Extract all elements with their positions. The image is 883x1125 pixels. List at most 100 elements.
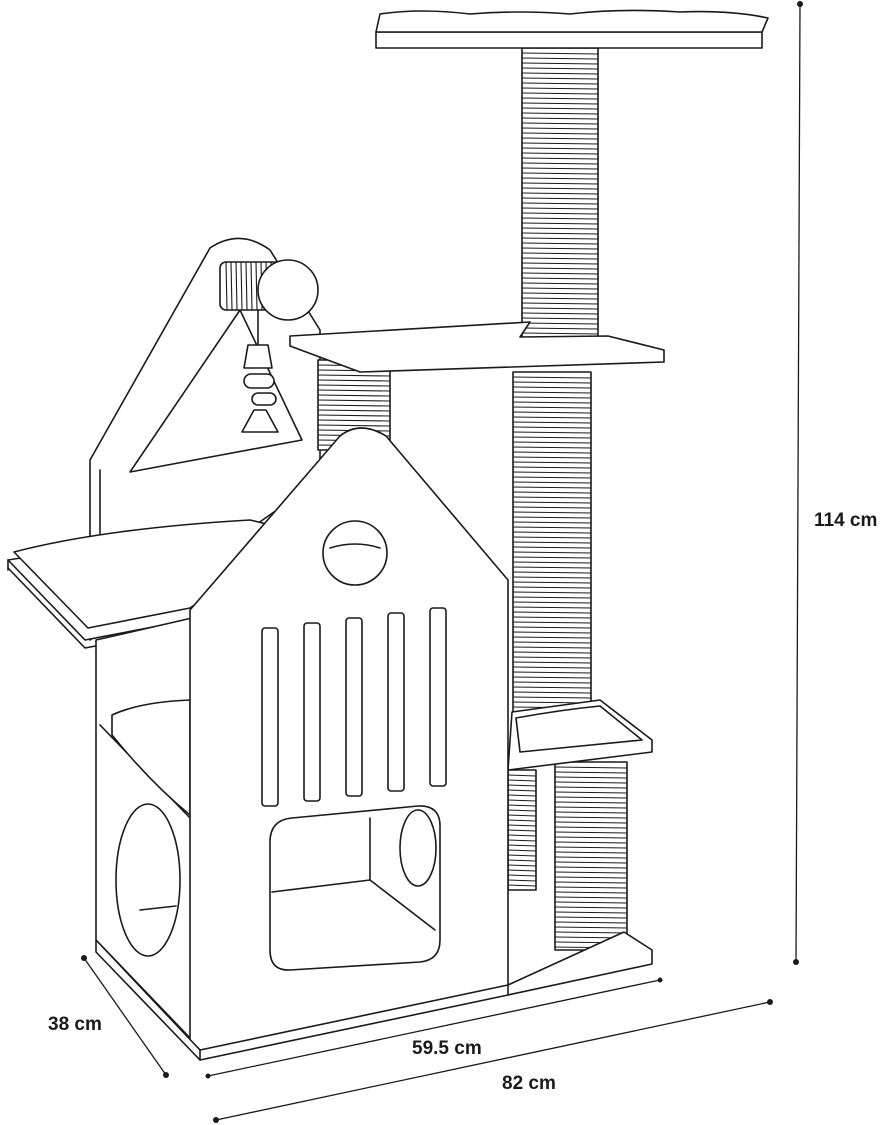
sisal-stripe <box>521 327 599 330</box>
sisal-stripe <box>512 521 592 524</box>
sisal-stripe <box>521 82 599 85</box>
total-width-dimension-line <box>213 999 773 1123</box>
sisal-stripe <box>521 157 599 160</box>
window-slot <box>387 612 405 792</box>
sisal-stripe <box>521 257 599 260</box>
sisal-stripe <box>317 409 391 412</box>
sisal-stripe <box>512 651 592 654</box>
sisal-stripe <box>512 586 592 589</box>
base-plate <box>95 931 653 1061</box>
sisal-stripe <box>521 302 599 305</box>
roller-stripe <box>240 261 243 311</box>
sisal-stripe <box>512 421 592 424</box>
sisal-stripe <box>521 92 599 95</box>
sisal-stripe <box>554 766 628 769</box>
sisal-stripe <box>512 571 592 574</box>
sisal-stripe <box>521 272 599 275</box>
sisal-stripe <box>521 227 599 230</box>
sisal-stripe <box>507 774 537 777</box>
left-cube <box>95 617 193 1041</box>
sisal-stripe <box>554 901 628 904</box>
sisal-stripe <box>521 192 599 195</box>
left-bed-platform <box>7 519 311 649</box>
sisal-stripe <box>554 886 628 889</box>
sisal-stripe <box>512 381 592 384</box>
sisal-stripe <box>512 476 592 479</box>
sisal-stripe <box>521 242 599 245</box>
lower-step-platform <box>507 699 653 771</box>
top-post <box>521 47 599 339</box>
sisal-stripe <box>512 431 592 434</box>
sisal-stripe <box>317 419 391 422</box>
sisal-stripe <box>521 252 599 255</box>
sisal-stripe <box>317 374 391 377</box>
sisal-stripe <box>554 826 628 829</box>
sisal-stripe <box>512 496 592 499</box>
sisal-stripe <box>554 916 628 919</box>
sisal-stripe <box>521 67 599 70</box>
sisal-stripe <box>554 861 628 864</box>
sisal-stripe <box>521 52 599 55</box>
roller-stripe <box>255 261 258 311</box>
sisal-stripe <box>512 451 592 454</box>
sisal-stripe <box>507 859 537 862</box>
sisal-stripe <box>554 876 628 879</box>
sisal-stripe <box>512 626 592 629</box>
sisal-stripe <box>512 566 592 569</box>
sisal-stripe <box>521 72 599 75</box>
sisal-stripe <box>512 686 592 689</box>
sisal-stripe <box>507 864 537 867</box>
sisal-stripe <box>317 404 391 407</box>
roller-stripe <box>230 261 233 311</box>
sisal-stripe <box>554 866 628 869</box>
sisal-stripe <box>521 62 599 65</box>
depth-dimension-line <box>81 955 169 1078</box>
sisal-stripe <box>512 461 592 464</box>
house-front-panel <box>189 427 509 1051</box>
roller-stripe <box>250 261 253 311</box>
sisal-stripe <box>554 911 628 914</box>
sisal-stripe <box>512 691 592 694</box>
base-width-label: 59.5 cm <box>412 1038 482 1059</box>
sisal-stripe <box>507 784 537 787</box>
sisal-stripe <box>521 102 599 105</box>
sisal-stripe <box>521 232 599 235</box>
sisal-stripe <box>521 287 599 290</box>
sisal-stripe <box>521 162 599 165</box>
sisal-stripe <box>521 152 599 155</box>
sisal-stripe <box>512 551 592 554</box>
sisal-stripe <box>521 137 599 140</box>
sisal-stripe <box>554 871 628 874</box>
window-slot <box>429 607 447 787</box>
sisal-stripe <box>507 869 537 872</box>
sisal-stripe <box>521 212 599 215</box>
sisal-stripe <box>512 656 592 659</box>
middle-post <box>512 371 592 713</box>
sisal-stripe <box>554 926 628 929</box>
sisal-stripe <box>512 486 592 489</box>
sisal-stripe <box>521 127 599 130</box>
sisal-stripe <box>512 591 592 594</box>
sisal-stripe <box>512 536 592 539</box>
sisal-stripe <box>507 824 537 827</box>
roller-stripe <box>245 261 248 311</box>
sisal-stripe <box>521 132 599 135</box>
sisal-stripe <box>512 681 592 684</box>
sisal-stripe <box>521 297 599 300</box>
sisal-stripe <box>507 819 537 822</box>
sisal-stripe <box>521 317 599 320</box>
sisal-stripe <box>554 786 628 789</box>
sisal-stripe <box>507 879 537 882</box>
sisal-stripe <box>521 237 599 240</box>
sisal-stripe <box>521 217 599 220</box>
sisal-stripe <box>512 696 592 699</box>
sisal-stripe <box>317 379 391 382</box>
sisal-stripe <box>521 207 599 210</box>
sisal-stripe <box>507 834 537 837</box>
sisal-stripe <box>521 292 599 295</box>
sisal-stripe <box>554 781 628 784</box>
sisal-stripe <box>512 501 592 504</box>
sisal-stripe <box>521 97 599 100</box>
base-width-dimension-line <box>205 977 663 1079</box>
sisal-stripe <box>521 167 599 170</box>
